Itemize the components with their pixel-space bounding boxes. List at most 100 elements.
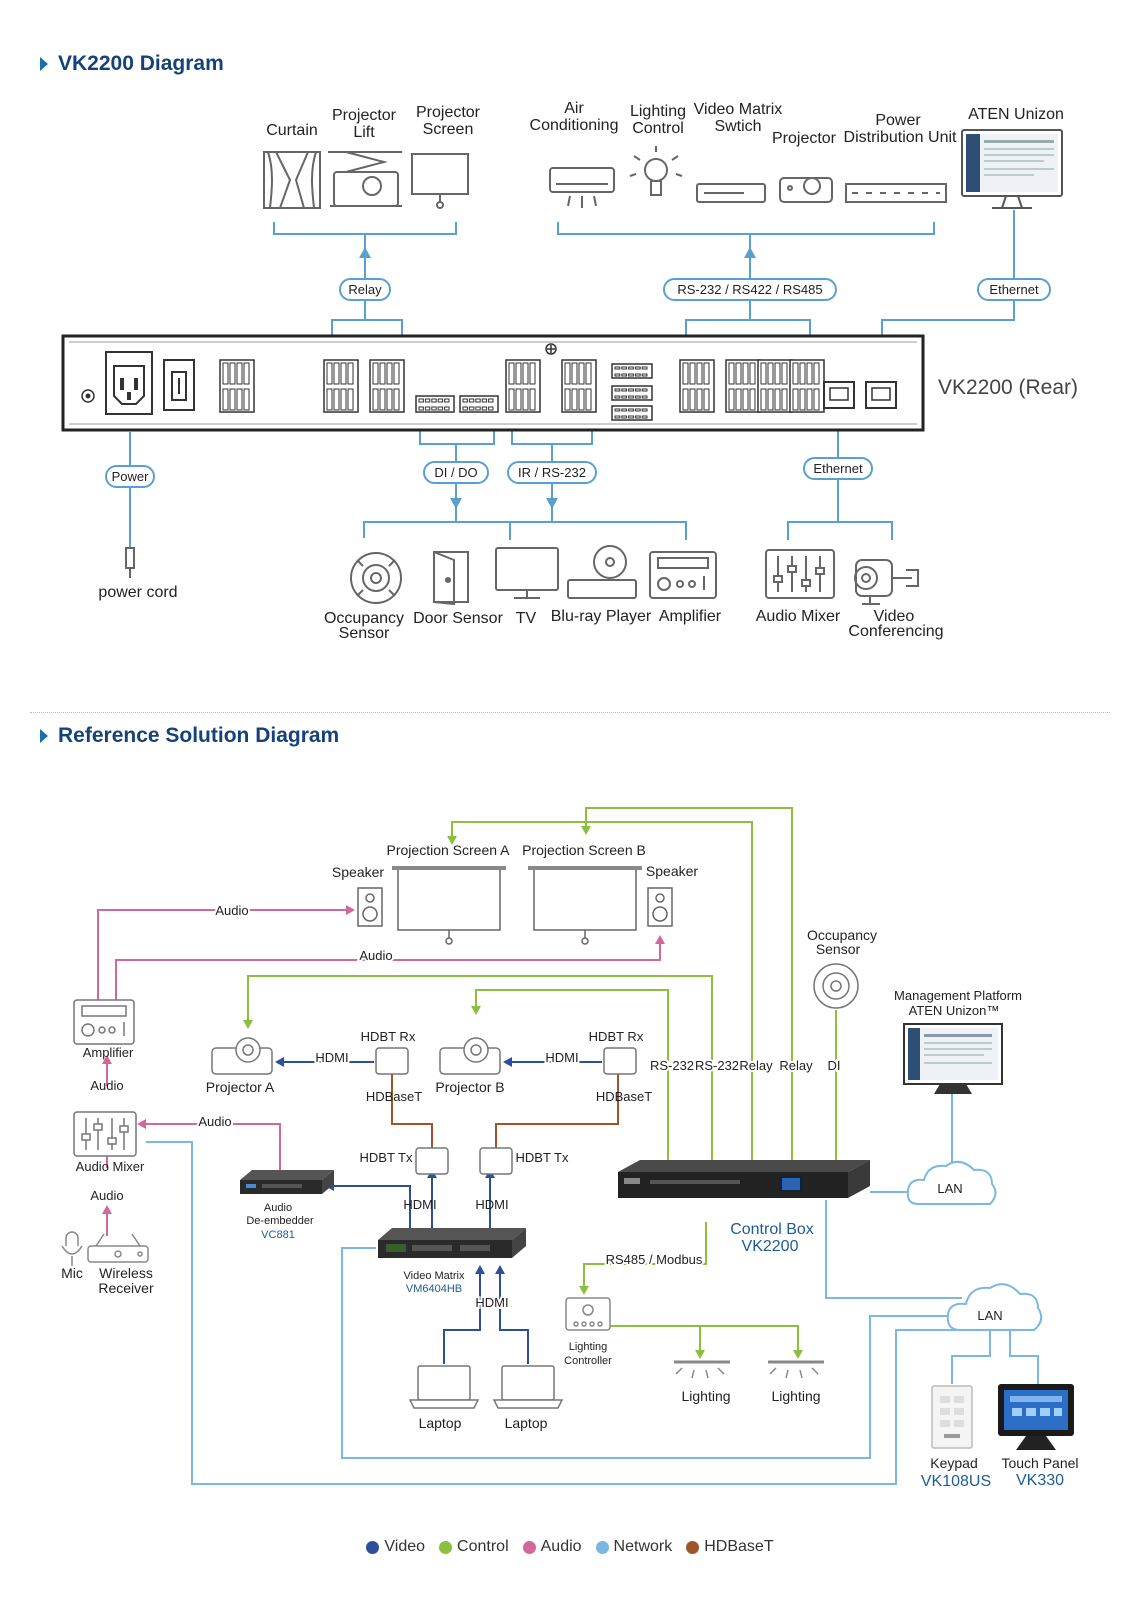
label-hdmi: HDMI	[545, 1050, 578, 1065]
touch-panel-device	[998, 1384, 1074, 1450]
curtain-icon	[263, 151, 321, 209]
label-hdmi: HDMI	[475, 1295, 508, 1310]
label-audio: Audio	[264, 1202, 292, 1214]
light-bulb-icon	[629, 146, 683, 196]
label-projector: Projector	[416, 104, 481, 121]
label-hdmi: HDMI	[315, 1050, 348, 1065]
vk2200-rear-panel	[61, 334, 925, 432]
label-audio: Audio	[215, 903, 248, 918]
label-audio-mixer: Audio Mixer	[756, 608, 841, 625]
label-hdbt-tx: HDBT Tx	[516, 1150, 569, 1165]
bluray-player-icon	[567, 545, 637, 599]
label-lan: LAN	[977, 1308, 1002, 1323]
label-bluray-player: Blu-ray Player	[551, 608, 652, 625]
label-amplifier: Amplifier	[83, 1045, 134, 1060]
rear-label: VK2200 (Rear)	[938, 376, 1078, 399]
terminal-block-connector	[611, 385, 653, 401]
label-management-platform: Management Platform	[894, 988, 1022, 1003]
label-vk330: VK330	[1016, 1472, 1064, 1489]
rj45-port	[865, 381, 897, 409]
label-air: Air	[564, 100, 584, 117]
hdbt-tx-box	[415, 1147, 449, 1175]
label-wireless: Wireless	[99, 1265, 153, 1281]
terminal-block-connector	[323, 359, 359, 413]
label-video-matrix: Video Matrix	[694, 101, 783, 118]
projector-screen-icon	[411, 153, 469, 209]
terminal-block-connector	[561, 359, 597, 413]
dido-label: DI / DO	[434, 465, 477, 480]
monitor-icon	[961, 129, 1063, 209]
projection-screen-b	[528, 866, 642, 945]
legend-item-audio: Audio	[522, 1538, 582, 1556]
label-projection-screen-a: Projection Screen A	[387, 842, 511, 858]
speaker-icon	[647, 887, 673, 927]
amplifier-icon	[73, 999, 135, 1045]
label-controller: Controller	[564, 1355, 612, 1367]
label-lighting: Lighting	[681, 1388, 730, 1404]
relay-label: Relay	[348, 282, 382, 297]
legend-item-video: Video	[366, 1538, 425, 1556]
label-di: DI	[828, 1058, 841, 1073]
label-conditioning: Conditioning	[530, 117, 619, 134]
label-projector-a: Projector A	[206, 1079, 275, 1095]
projector-lift-icon	[328, 151, 402, 207]
label-video: Video	[874, 608, 915, 625]
label-vm6404hb: VM6404HB	[406, 1283, 462, 1295]
label-hdbt-tx: HDBT Tx	[360, 1150, 413, 1165]
legend-label: Audio	[540, 1538, 582, 1555]
label-lan: LAN	[937, 1181, 962, 1196]
occupancy-sensor-icon	[350, 552, 402, 604]
label-occupancy: Occupancy	[807, 927, 877, 943]
lan-cloud-icon	[946, 1283, 1043, 1331]
speaker-icon	[357, 887, 383, 927]
label-projector: Projector	[332, 107, 397, 124]
label-rs485-modbus: RS485 / Modbus	[606, 1252, 703, 1267]
triangle-bullet-icon	[40, 729, 48, 743]
label-mic: Mic	[61, 1265, 83, 1281]
legend-item-control: Control	[439, 1538, 509, 1556]
power-cord-icon	[125, 547, 135, 578]
lighting-controller-icon	[565, 1297, 611, 1331]
label-sensor: Sensor	[339, 625, 390, 642]
legend-label: Control	[457, 1538, 509, 1555]
keypad-device	[931, 1385, 973, 1449]
lighting-fixture-icon	[768, 1360, 824, 1379]
screw-icon	[545, 343, 557, 355]
laptop-icon	[408, 1365, 480, 1409]
audio-mixer-icon	[73, 1111, 137, 1157]
ethernet-label: Ethernet	[989, 282, 1039, 297]
label-aten-unizon: ATEN Unizon™	[909, 1003, 1000, 1018]
terminal-block-connector	[611, 405, 653, 421]
power-socket-icon	[105, 351, 153, 415]
label-relay: Relay	[739, 1058, 773, 1073]
label-curtain: Curtain	[266, 122, 318, 139]
vk2200-control-box	[618, 1160, 870, 1198]
label-vk108us: VK108US	[921, 1473, 991, 1490]
label-projector-b: Projector B	[435, 1079, 504, 1095]
video-matrix-device	[378, 1228, 526, 1258]
terminal-block-connector	[679, 359, 715, 413]
hdbt-tx-box	[479, 1147, 513, 1175]
label-audio: Audio	[198, 1114, 231, 1129]
vk2200-diagram: Curtain Projector Lift Projector Screen …	[61, 100, 1078, 642]
label-screen: Screen	[423, 121, 474, 138]
legend-swatch	[439, 1540, 453, 1554]
label-touch-panel: Touch Panel	[1001, 1455, 1078, 1471]
legend-swatch	[522, 1540, 536, 1554]
label-audio: Audio	[90, 1078, 123, 1093]
ground-screw-icon	[81, 389, 95, 403]
terminal-block-connector	[789, 359, 825, 413]
rj45-port	[823, 381, 855, 409]
wireless-receiver-icon	[87, 1233, 149, 1263]
terminal-block-connector	[505, 359, 541, 413]
label-hdmi: HDMI	[475, 1197, 508, 1212]
label-hdbaset: HDBaseT	[596, 1089, 652, 1104]
label-vc881: VC881	[261, 1229, 295, 1241]
label-swtich: Swtich	[714, 118, 761, 135]
label-hdbt-rx: HDBT Rx	[361, 1029, 416, 1044]
legend-swatch	[366, 1540, 380, 1554]
label-hdmi: HDMI	[403, 1197, 436, 1212]
label-lift: Lift	[353, 124, 375, 141]
label-relay: Relay	[779, 1058, 813, 1073]
legend-label: Video	[384, 1538, 426, 1555]
